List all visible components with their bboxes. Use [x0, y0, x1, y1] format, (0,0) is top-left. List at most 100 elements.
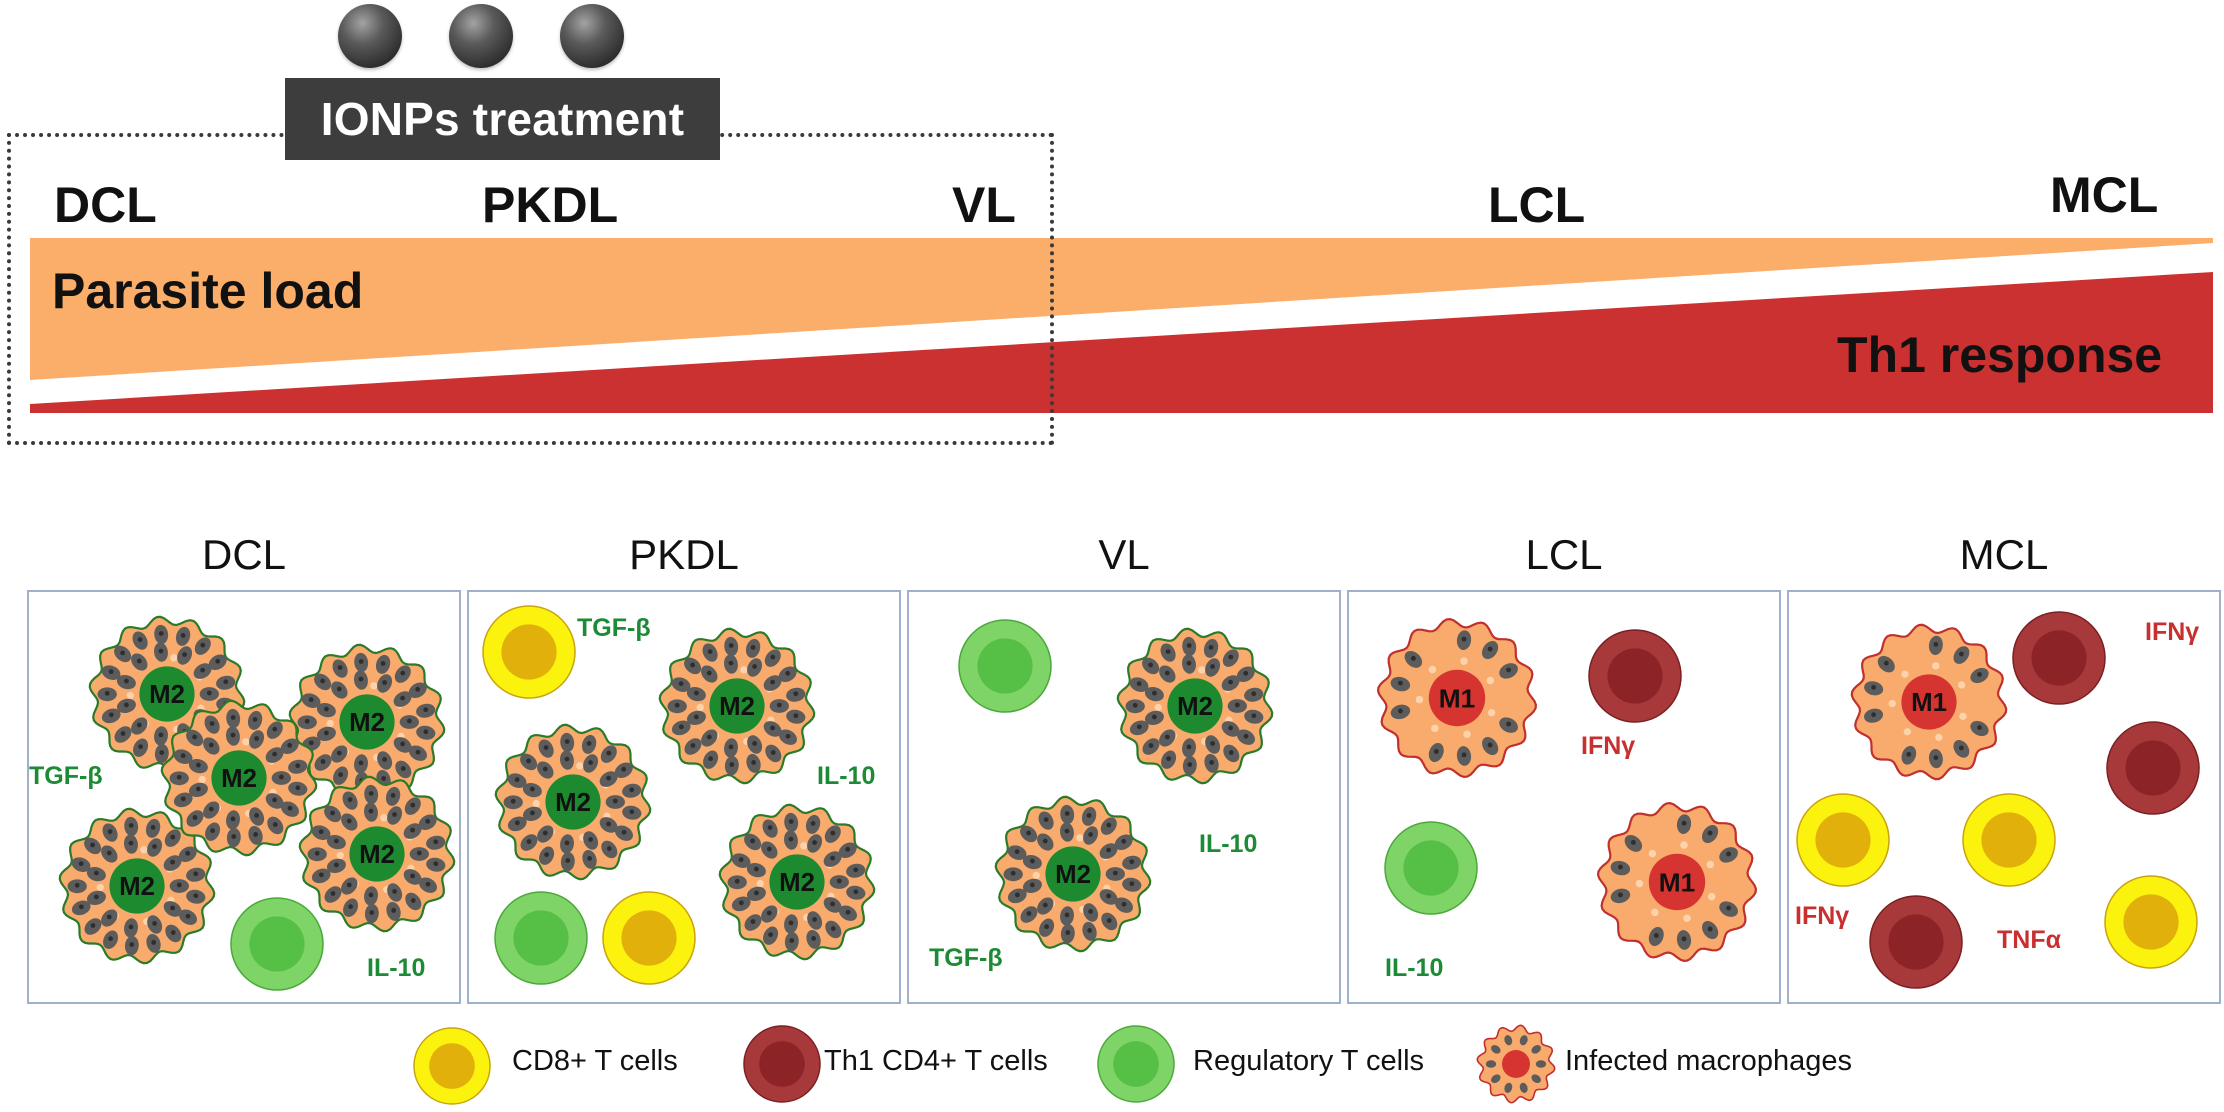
parasite-kinetoplast	[1461, 752, 1467, 758]
cytokine-ifn-gamma: IFNγ	[1795, 902, 1850, 930]
macrophage-nucleus	[545, 774, 601, 830]
parasite-kinetoplast	[836, 878, 842, 884]
parasite-kinetoplast	[368, 791, 374, 796]
speckle	[1032, 871, 1040, 880]
parasite-kinetoplast	[410, 873, 415, 879]
regulatory-t-cell	[230, 897, 324, 991]
legend-label-macrophage: Infected macrophages	[1565, 1045, 1852, 1077]
parasite-kinetoplast	[358, 676, 364, 682]
speckle	[198, 775, 206, 784]
infected-macrophage: M2	[1116, 627, 1274, 785]
macrophage-nucleus	[339, 694, 395, 750]
parasite-kinetoplast	[754, 890, 759, 896]
parasite-kinetoplast	[1251, 691, 1257, 697]
infected-macrophage: M2	[298, 775, 456, 933]
parasite-kinetoplast	[338, 772, 343, 778]
parasite-kinetoplast	[308, 740, 314, 746]
parasite-kinetoplast	[606, 750, 612, 756]
th1-cd4-t-cell	[2012, 611, 2106, 705]
speckle	[1463, 730, 1471, 738]
parasite-kinetoplast	[1148, 662, 1154, 668]
parasite-kinetoplast	[1164, 670, 1170, 676]
legend	[0, 1020, 2224, 1112]
parasite-kinetoplast	[390, 793, 396, 798]
speckle	[1888, 699, 1896, 708]
cd8-t-cell	[2104, 875, 2198, 969]
parasite-kinetoplast	[1042, 838, 1048, 844]
parasite-kinetoplast	[223, 679, 229, 685]
macrophage-nucleus	[211, 750, 267, 806]
parasite-kinetoplast	[124, 702, 129, 708]
parasite-kinetoplast	[410, 802, 416, 808]
regulatory-t-cell	[1384, 821, 1478, 915]
parasite-kinetoplast	[1064, 912, 1070, 918]
cytokine-tgf-beta: TGF-β	[929, 944, 1003, 972]
cd8-t-cell	[1796, 793, 1890, 887]
parasite-kinetoplast	[368, 808, 374, 814]
parasite-kinetoplast	[785, 670, 791, 676]
parasite-kinetoplast	[1106, 847, 1111, 853]
legend-label-th1: Th1 CD4+ T cells	[824, 1045, 1048, 1077]
parasite-kinetoplast	[272, 822, 278, 827]
infected-macrophage: M2	[994, 795, 1152, 953]
parasite-kinetoplast	[1681, 820, 1687, 826]
speckle	[1460, 657, 1468, 665]
macrophage-nucleus	[139, 666, 195, 722]
parasite-kinetoplast	[138, 744, 143, 750]
parasite-kinetoplast	[304, 718, 310, 724]
parasite-kinetoplast	[1112, 870, 1118, 876]
parasite-kinetoplast	[124, 678, 129, 684]
parasite-kinetoplast	[1026, 830, 1032, 836]
parasite-kinetoplast	[785, 733, 791, 739]
parasite-kinetoplast	[1186, 660, 1192, 666]
parasite-kinetoplast	[768, 932, 773, 938]
parasite-kinetoplast	[526, 839, 532, 844]
parasite-kinetoplast	[1228, 654, 1234, 660]
parasite-kinetoplast	[514, 820, 520, 826]
parasite-kinetoplast	[358, 659, 364, 664]
parasite-kinetoplast	[776, 702, 782, 708]
parasite-kinetoplast	[193, 893, 199, 899]
panel-title-mcl: MCL	[1959, 531, 2049, 578]
speckle	[1932, 662, 1940, 670]
parasite-kinetoplast	[330, 891, 336, 896]
nanoparticle-icon	[560, 4, 624, 68]
parasite-kinetoplast	[1086, 813, 1092, 818]
speckle	[1707, 892, 1716, 901]
panel-title-pkdl: PKDL	[629, 531, 739, 578]
parasite-kinetoplast	[381, 776, 387, 781]
parasite-kinetoplast	[1148, 743, 1154, 748]
speckle	[1901, 670, 1909, 678]
parasite-kinetoplast	[382, 680, 387, 685]
parasite-kinetoplast	[751, 760, 757, 765]
parasite-kinetoplast	[752, 741, 757, 746]
parasite-kinetoplast	[1707, 926, 1713, 932]
parasite-kinetoplast	[151, 940, 157, 945]
parasite-kinetoplast	[564, 739, 570, 744]
parasite-kinetoplast	[706, 670, 712, 676]
parasite-kinetoplast	[159, 750, 165, 755]
parasite-kinetoplast	[90, 842, 96, 848]
speckle	[532, 799, 540, 808]
parasite-kinetoplast	[788, 920, 794, 926]
parasite-kinetoplast	[1014, 892, 1020, 898]
cytokine-il-10: IL-10	[1199, 830, 1258, 858]
parasite-kinetoplast	[1461, 636, 1467, 642]
parasite-kinetoplast	[1410, 655, 1416, 661]
speckle	[242, 738, 250, 746]
parasite-kinetoplast	[406, 718, 412, 724]
parasite-kinetoplast	[230, 732, 236, 738]
speckle	[1487, 708, 1496, 717]
parasite-kinetoplast	[1088, 909, 1093, 914]
parasite-kinetoplast	[1234, 702, 1240, 708]
parasite-kinetoplast	[94, 894, 99, 900]
parasite-kinetoplast	[1506, 721, 1512, 727]
parasite-kinetoplast	[410, 898, 416, 903]
th1-response-wedge	[30, 272, 2213, 413]
speckle	[1198, 666, 1206, 674]
parasite-kinetoplast	[544, 852, 549, 858]
parasite-kinetoplast	[793, 691, 799, 697]
